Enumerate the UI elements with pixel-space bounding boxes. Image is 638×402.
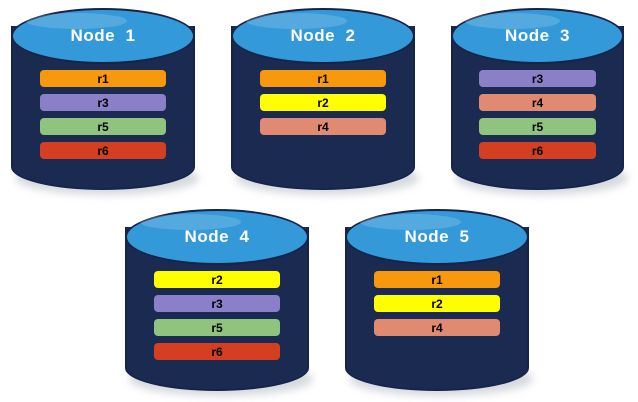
replica-bar-r4[interactable]: r4 — [260, 118, 386, 135]
replica-bar-r3[interactable]: r3 — [478, 70, 597, 87]
node-label: Node 4 — [184, 227, 250, 246]
node-label: Node 3 — [505, 26, 570, 45]
replica-bar-r3[interactable]: r3 — [154, 295, 280, 312]
database-node-1[interactable]: Node 1 r1 r3 r5 r6 — [11, 8, 199, 195]
replica-bar-r6[interactable]: r6 — [40, 142, 166, 159]
replica-bar-r5[interactable]: r5 — [154, 319, 280, 336]
replica-list: r2 r3 r5 r6 — [125, 265, 309, 367]
replica-bar-r4[interactable]: r4 — [478, 94, 597, 111]
replica-list: r1 r3 r5 r6 — [11, 64, 195, 166]
cylinder-top-disc — [231, 8, 415, 64]
replica-list: r1 r2 r4 — [345, 265, 529, 343]
replica-list: r3 r4 r5 r6 — [451, 64, 624, 166]
replica-bar-r5[interactable]: r5 — [40, 118, 166, 135]
cylinder-top-disc — [11, 8, 195, 64]
replica-bar-r1[interactable]: r1 — [374, 271, 500, 288]
database-node-4[interactable]: Node 4 r2 r3 r5 r6 — [125, 209, 313, 396]
replica-bar-r1[interactable]: r1 — [260, 70, 386, 87]
replica-bar-r2[interactable]: r2 — [154, 271, 280, 288]
replica-bar-r6[interactable]: r6 — [478, 142, 597, 159]
replica-bar-r3[interactable]: r3 — [40, 94, 166, 111]
cylinder-top-disc — [125, 209, 309, 265]
replica-bar-r1[interactable]: r1 — [40, 70, 166, 87]
replica-list: r1 r2 r4 — [231, 64, 415, 142]
replica-bar-r2[interactable]: r2 — [374, 295, 500, 312]
replica-bar-r6[interactable]: r6 — [154, 343, 280, 360]
node-label: Node 2 — [290, 26, 356, 45]
database-node-2[interactable]: Node 2 r1 r2 r4 — [231, 8, 419, 195]
cylinder-top-disc — [451, 8, 624, 64]
node-label: Node 5 — [404, 227, 470, 246]
replica-bar-r2[interactable]: r2 — [260, 94, 386, 111]
replica-bar-r5[interactable]: r5 — [478, 118, 597, 135]
node-label: Node 1 — [70, 26, 136, 45]
cylinder-top-disc — [345, 209, 529, 265]
database-node-5[interactable]: Node 5 r1 r2 r4 — [345, 209, 533, 396]
replica-bar-r4[interactable]: r4 — [374, 319, 500, 336]
database-node-3[interactable]: Node 3 r3 r4 r5 r6 — [451, 8, 628, 195]
